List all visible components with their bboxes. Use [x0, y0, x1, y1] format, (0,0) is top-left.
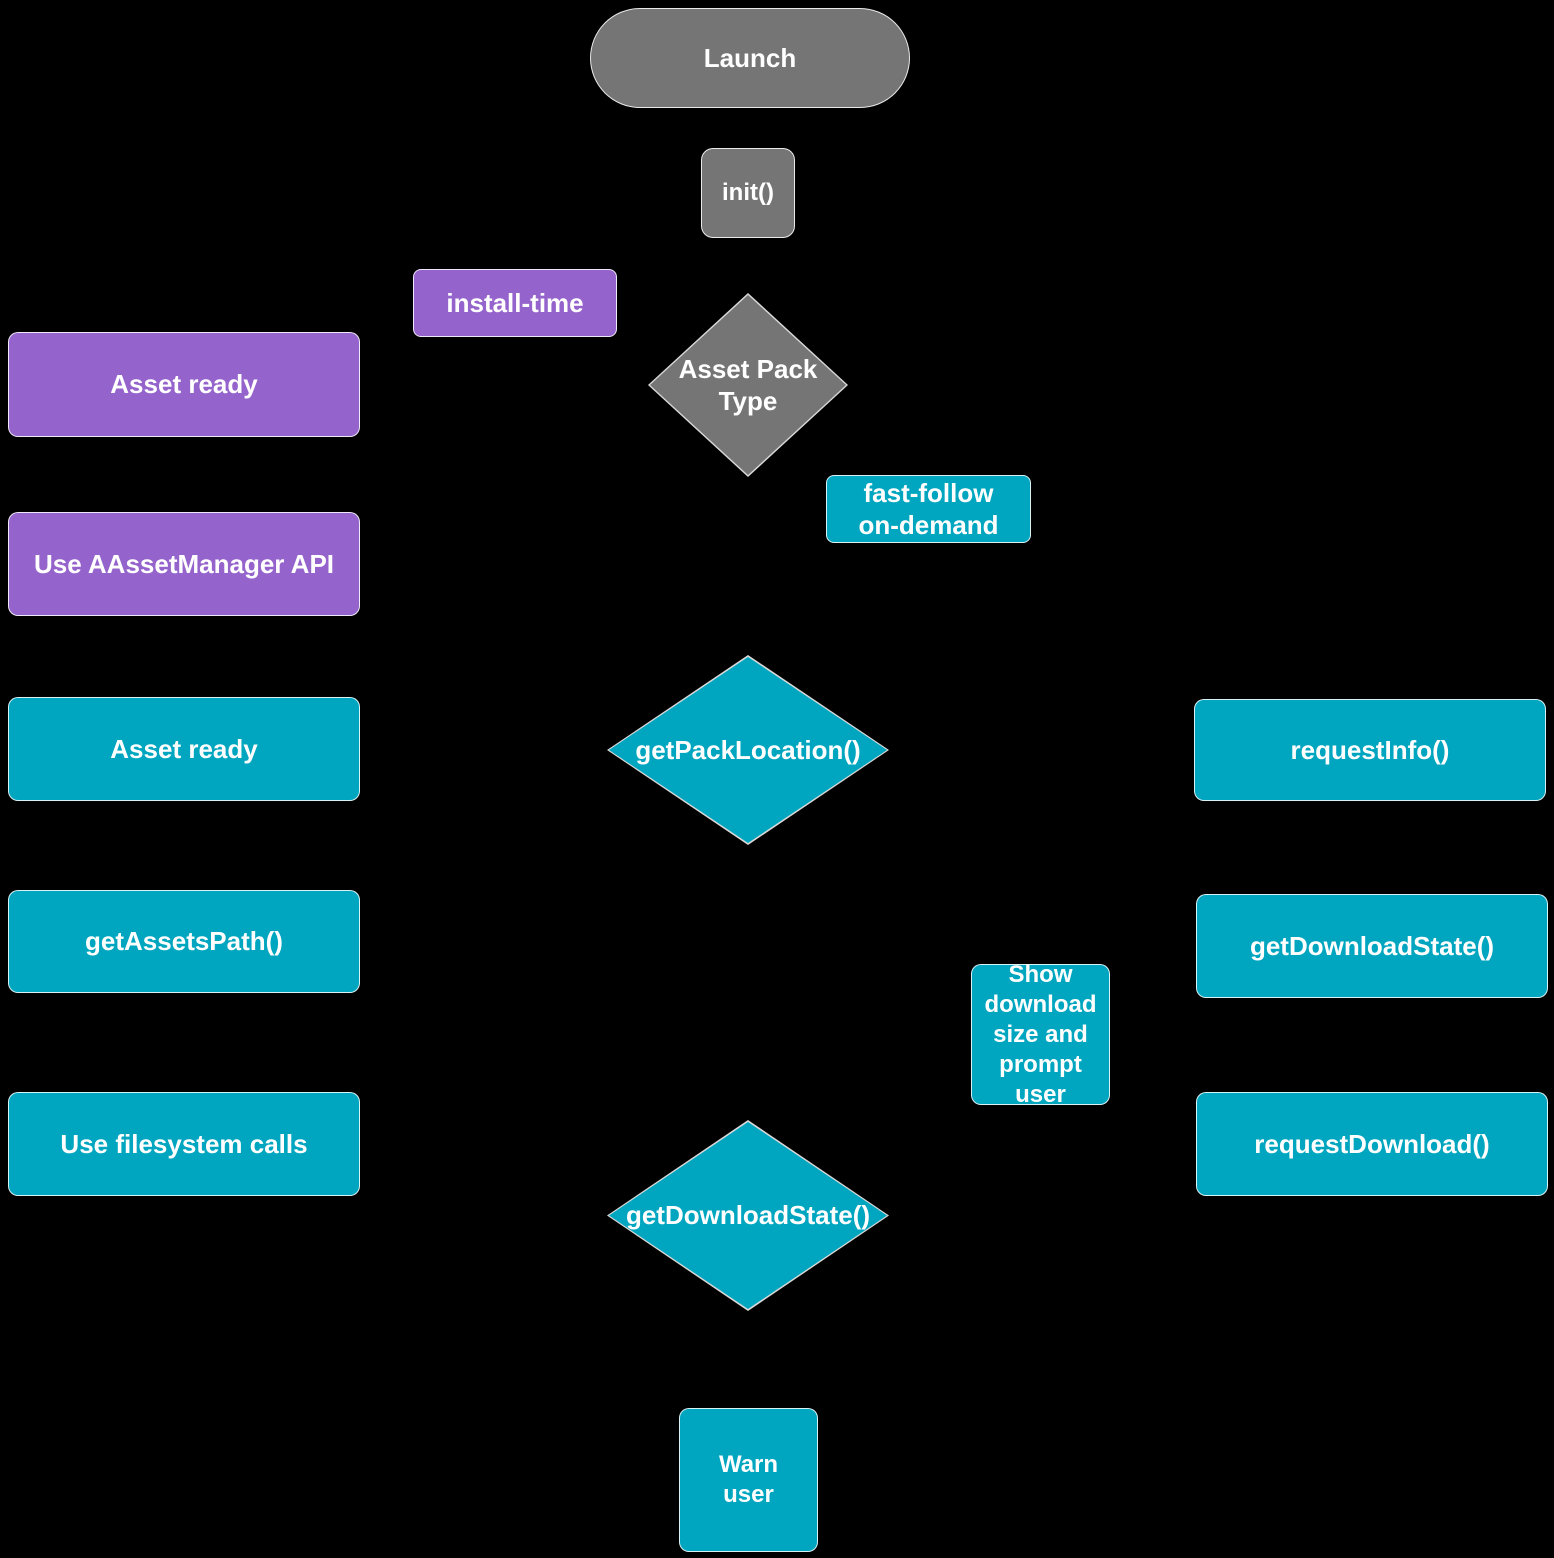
node-launch: Launch — [590, 8, 910, 108]
node-label: getDownloadState() — [625, 1200, 871, 1231]
node-label: Asset ready — [110, 369, 258, 400]
node-label: Use AAssetManager API — [33, 548, 335, 579]
node-label: Use filesystem calls — [60, 1128, 308, 1159]
node-label: Asset Pack Type — [678, 353, 818, 417]
node-asset-pack-type: Asset Pack Type — [648, 293, 848, 477]
node-asset-ready: Asset ready — [8, 697, 360, 801]
node-label: getAssetsPath() — [85, 926, 283, 957]
node-requestdownload: requestDownload() — [1196, 1092, 1548, 1196]
node-use-filesystem-calls: Use filesystem calls — [8, 1092, 360, 1196]
node-show-download-size: Show download size and prompt user — [971, 961, 1110, 1108]
node-install-time: install-time — [413, 269, 617, 337]
node-warn-user: Warn user — [679, 1408, 818, 1552]
node-requestinfo: requestInfo() — [1194, 699, 1546, 801]
node-label: getPackLocation() — [635, 734, 861, 765]
node-getassetspath: getAssetsPath() — [8, 890, 360, 993]
node-label: requestDownload() — [1254, 1128, 1490, 1159]
node-asset-ready-install-time: Asset ready — [8, 332, 360, 437]
node-label: Warn user — [718, 1451, 779, 1508]
node-getdownloadstate: getDownloadState() — [1196, 894, 1548, 998]
node-label: Launch — [703, 42, 797, 73]
node-getdownloadstate-diamond: getDownloadState() — [607, 1120, 889, 1311]
node-fast-follow-on-demand: fast-follow on-demand — [826, 475, 1031, 543]
node-label: fast-follow on-demand — [858, 477, 999, 541]
node-label: init() — [722, 179, 774, 206]
node-init: init() — [701, 148, 795, 238]
node-use-aassetmanager-api: Use AAssetManager API — [8, 512, 360, 616]
node-label: install-time — [446, 287, 584, 318]
node-label: getDownloadState() — [1249, 930, 1495, 961]
node-label: Show download size and prompt user — [984, 960, 1097, 1108]
node-label: requestInfo() — [1290, 734, 1450, 765]
node-label: Asset ready — [110, 733, 258, 764]
node-getpacklocation: getPackLocation() — [607, 655, 889, 845]
